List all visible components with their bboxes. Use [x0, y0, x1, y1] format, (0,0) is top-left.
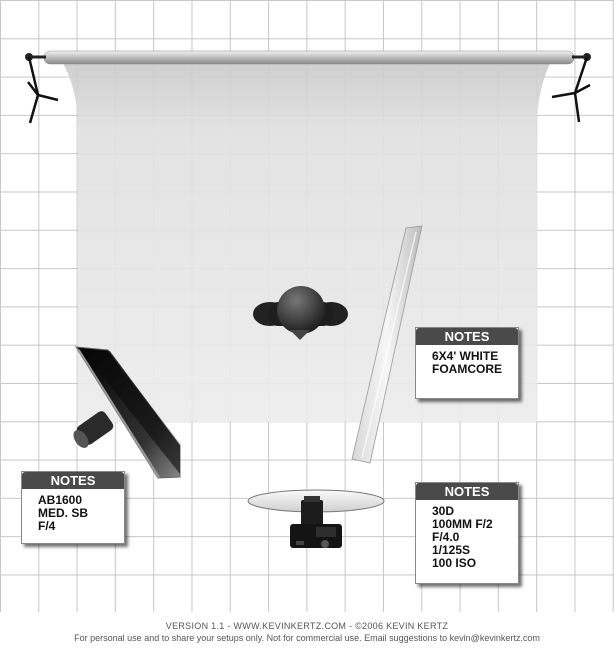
softbox-icon	[73, 346, 181, 479]
notes-line: 100MM F/2	[432, 517, 493, 531]
notes-line: F/4.0	[432, 530, 460, 544]
notes-panel-strobe: NOTES AB1600 MED. SB F/4	[21, 471, 125, 544]
backdrop-stand-icon	[551, 53, 591, 123]
notes-header: NOTES	[22, 472, 124, 489]
notes-panel-camera: NOTES 30D 100MM F/2 F/4.0 1/125S 100 ISO	[415, 482, 519, 584]
notes-line: 1/125S	[432, 543, 471, 557]
notes-panel-foamcore: NOTES 6X4' WHITE FOAMCORE	[415, 327, 519, 399]
foamcore-icon	[351, 225, 423, 464]
notes-body: 6X4' WHITE FOAMCORE	[416, 345, 518, 376]
notes-line: MED. SB	[38, 506, 89, 520]
backdrop-pole	[28, 50, 588, 65]
notes-line: 30D	[432, 504, 455, 518]
notes-line: AB1600	[38, 493, 83, 507]
footer-usage-line: For personal use and to share your setup…	[74, 633, 540, 643]
backdrop-stand-icon	[25, 53, 59, 124]
footer-version-line: VERSION 1.1 - WWW.KEVINKERTZ.COM - ©2006…	[165, 621, 449, 631]
notes-line: 100 ISO	[432, 556, 477, 570]
notes-line: F/4	[38, 519, 56, 533]
footer: VERSION 1.1 - WWW.KEVINKERTZ.COM - ©2006…	[0, 612, 614, 650]
camera-icon	[290, 496, 342, 548]
notes-line: 6X4' WHITE	[432, 349, 499, 363]
notes-body: AB1600 MED. SB F/4	[22, 489, 124, 533]
notes-body: 30D 100MM F/2 F/4.0 1/125S 100 ISO	[416, 500, 518, 570]
notes-header: NOTES	[416, 483, 518, 500]
notes-line: FOAMCORE	[432, 362, 502, 376]
subject-icon	[253, 286, 348, 340]
notes-header: NOTES	[416, 328, 518, 345]
